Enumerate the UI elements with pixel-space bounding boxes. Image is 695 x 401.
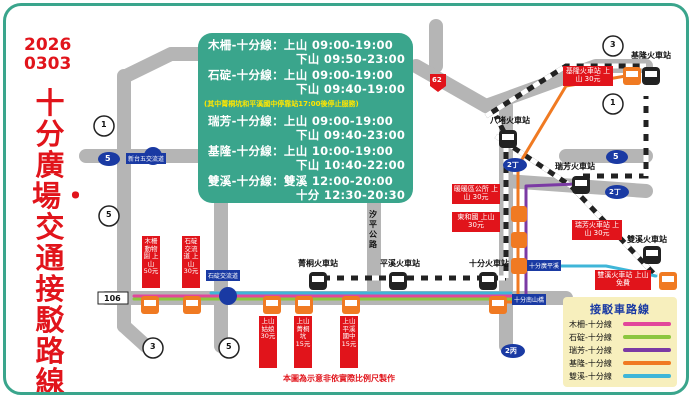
legend-swatch xyxy=(623,322,671,326)
date-year: 2026 xyxy=(24,35,72,55)
station-shifen: 十分火車站 xyxy=(469,259,509,268)
road-106-label: 106 xyxy=(104,294,121,303)
schedule-row: 雙溪-十分線：雙溪 12:00-20:00 xyxy=(208,174,394,188)
fare-pingxi-school: 上山 平溪國中 15元 xyxy=(340,316,358,368)
fare-donghe: 東和國 上山 30元 xyxy=(452,212,500,232)
schedule-row: 木柵-十分線：上山 09:00-19:00 xyxy=(208,38,394,52)
road-3b-label: 3 xyxy=(610,40,616,49)
page-title: 十分廣場・交通接駁路線 xyxy=(32,86,91,395)
schedule-row: 石碇-十分線：上山 09:00-19:00 xyxy=(208,68,394,82)
fare-jingtong: 上山 菁桐坑 15元 xyxy=(294,316,312,368)
road-5-label: 5 xyxy=(106,210,112,219)
road-2bing-label: 2丙 xyxy=(505,347,517,355)
legend-swatch xyxy=(623,361,671,365)
road-5c-label: 5 xyxy=(105,154,111,163)
fare-shuangxi: 雙溪火車站 上山免費 xyxy=(595,270,651,290)
schedule-row: 下山 10:40-22:00 xyxy=(296,158,406,172)
legend-item: 基隆-十分線 xyxy=(569,359,612,368)
interchange-shiding-icon xyxy=(219,287,237,305)
road-3-label: 3 xyxy=(150,342,156,351)
schedule-row: 瑞芳-十分線：上山 09:00-19:00 xyxy=(208,114,394,128)
schedule-row: 下山 09:40-19:00 xyxy=(296,82,406,96)
road-1-label: 1 xyxy=(101,120,107,129)
station-keelung: 基隆火車站 xyxy=(631,51,671,60)
legend-item: 石碇-十分線 xyxy=(569,333,612,342)
fare-gu: 上山 姑娘 30元 xyxy=(259,316,277,368)
fare-keelung: 基隆火車站 上山 30元 xyxy=(563,66,613,86)
legend-swatch xyxy=(623,348,671,352)
road-left-curve xyxy=(117,319,153,353)
station-badu: 八堵火車站 xyxy=(490,116,530,125)
legend-item: 雙溪-十分線 xyxy=(569,372,612,381)
road-xiping-label: 汐平公路 xyxy=(369,210,377,249)
schedule-row: 下山 09:50-23:00 xyxy=(296,52,406,66)
road-5b-label: 5 xyxy=(226,342,232,351)
stop-xinshi5: 新台五交流道 xyxy=(126,153,167,164)
legend-swatch xyxy=(623,335,671,339)
stop-shifen-nanshan: 十分南山橋 xyxy=(512,294,547,305)
scale-note: 本圖為示意非依實際比例尺製作 xyxy=(283,374,395,383)
legend-swatch xyxy=(623,374,671,378)
schedule-row: 下山 09:40-23:00 xyxy=(296,128,406,142)
legend-title: 接駁車路線 xyxy=(590,303,650,316)
schedule-panel: 木柵-十分線：上山 09:00-19:00 下山 09:50-23:00 石碇-… xyxy=(198,33,413,203)
fare-nuannuan: 暖暖區公所 上山 30元 xyxy=(452,184,500,204)
schedule-row: 基隆-十分線：上山 10:00-19:00 xyxy=(208,144,394,158)
fare-ruifang: 瑞芳火車站 上山 30元 xyxy=(572,220,622,240)
fare-shiding-ic: 石碇交流道 上山 30元 xyxy=(182,236,200,288)
event-date: 2026 0303 xyxy=(24,36,71,74)
station-ruifang: 瑞芳火車站 xyxy=(555,162,595,171)
date-day: 0303 xyxy=(24,54,72,74)
stop-shiding-ic: 石碇交流道 xyxy=(206,270,241,281)
station-jingtong: 菁桐火車站 xyxy=(298,259,338,268)
map-frame: 1 5 3 5 3 1 5 5 2丁 2丁 2丙 62 106 2026 030… xyxy=(3,3,689,395)
legend-item: 瑞芳-十分線 xyxy=(569,346,612,355)
road-top-left xyxy=(119,47,208,83)
fare-muzha-zoo: 木柵動物園 上山 50元 xyxy=(142,236,160,288)
road-2ding-b-label: 2丁 xyxy=(609,188,621,196)
legend: 接駁車路線 木柵-十分線 石碇-十分線 瑞芳-十分線 基隆-十分線 雙溪-十分線 xyxy=(563,297,677,387)
schedule-note: (其中菁桐坑和平溪國中停靠站17:00後停止服務) xyxy=(204,100,359,108)
legend-item: 木柵-十分線 xyxy=(569,320,612,329)
road-2ding-a-label: 2丁 xyxy=(507,161,519,169)
stop-shifen-plaza: 十分廣平溪 xyxy=(527,260,562,271)
road-top-62 xyxy=(409,59,493,113)
schedule-row: 十分 12:30-20:30 xyxy=(296,188,406,202)
road-5-east-label: 5 xyxy=(613,152,619,161)
station-shuangxi: 雙溪火車站 xyxy=(627,235,667,244)
station-pingxi: 平溪火車站 xyxy=(380,259,420,268)
road-1b-label: 1 xyxy=(610,98,616,107)
road-62-label: 62 xyxy=(432,76,442,84)
